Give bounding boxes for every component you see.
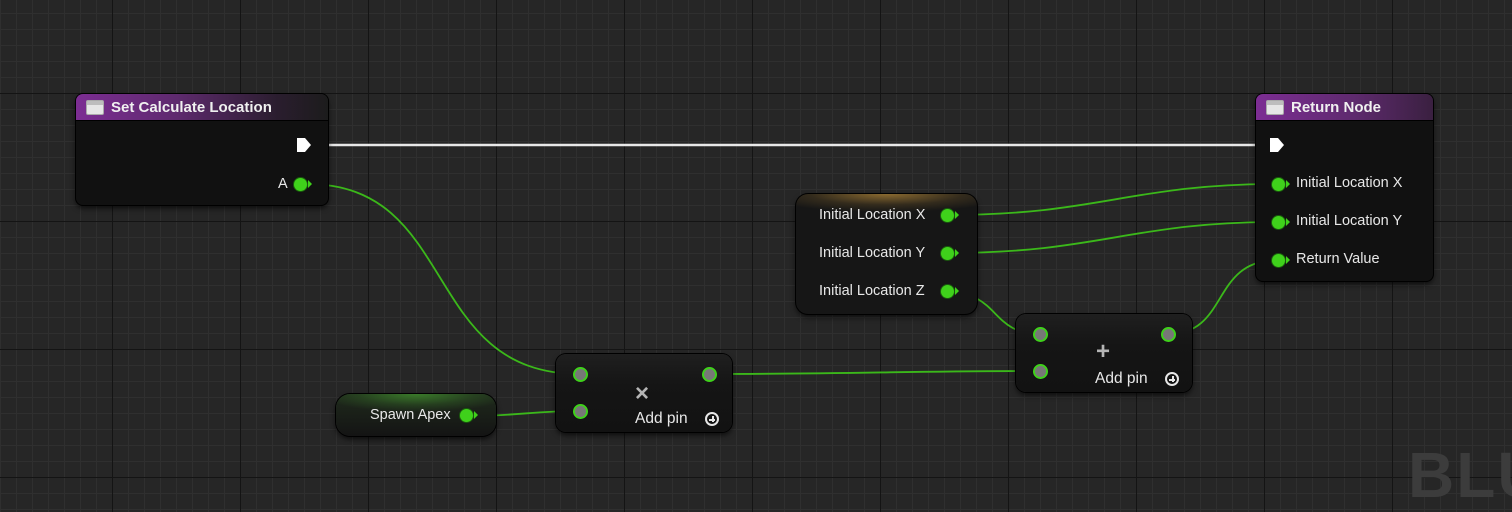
multiply-icon: ×: [635, 380, 650, 407]
getter-location-y-pin-icon[interactable]: [941, 247, 954, 260]
wire-multiply-to-add[interactable]: [707, 370, 1041, 375]
function-icon: [86, 100, 104, 115]
spawn-apex-node[interactable]: Spawn Apex: [336, 394, 496, 436]
wire-x-to-return[interactable]: [946, 183, 1279, 216]
location-getters-node[interactable]: Initial Location X Initial Location Y In…: [796, 194, 977, 314]
pin-a-label: A: [278, 176, 288, 192]
multiply-output-pin-icon[interactable]: [702, 367, 717, 382]
spawn-apex-label: Spawn Apex: [370, 407, 451, 423]
node-header[interactable]: Return Node: [1256, 94, 1433, 121]
spawn-apex-pin-icon[interactable]: [460, 409, 473, 422]
getter-location-x-label: Initial Location X: [819, 207, 926, 223]
wire-y-to-return[interactable]: [946, 221, 1279, 254]
add-add-pin-icon[interactable]: [1165, 372, 1179, 386]
getter-location-x-pin-icon[interactable]: [941, 209, 954, 222]
add-input-a-pin-icon[interactable]: [1033, 327, 1048, 342]
pin-arrow-icon: [474, 411, 478, 419]
return-pin-return-value-label: Return Value: [1296, 251, 1380, 267]
add-output-pin-icon[interactable]: [1161, 327, 1176, 342]
node-title: Set Calculate Location: [111, 99, 272, 116]
return-node[interactable]: Return Node Initial Location X Initial L…: [1256, 94, 1433, 281]
multiply-input-a-pin-icon[interactable]: [573, 367, 588, 382]
getter-location-z-label: Initial Location Z: [819, 283, 925, 299]
return-pin-return-value-icon[interactable]: [1272, 254, 1285, 267]
pin-arrow-icon: [1286, 180, 1290, 188]
return-pin-location-y-label: Initial Location Y: [1296, 213, 1403, 229]
add-icon: +: [1096, 338, 1111, 365]
return-pin-location-x-label: Initial Location X: [1296, 175, 1403, 191]
function-icon: [1266, 100, 1284, 115]
node-title: Return Node: [1291, 99, 1381, 116]
add-add-pin-label[interactable]: Add pin: [1095, 370, 1148, 387]
node-header[interactable]: Set Calculate Location: [76, 94, 328, 121]
pin-arrow-icon: [955, 287, 959, 295]
pin-arrow-icon: [1286, 218, 1290, 226]
wire-a-to-multiply[interactable]: [306, 183, 581, 375]
return-pin-location-y-icon[interactable]: [1272, 216, 1285, 229]
pin-arrow-icon: [308, 180, 312, 188]
multiply-input-b-pin-icon[interactable]: [573, 404, 588, 419]
return-pin-location-x-icon[interactable]: [1272, 178, 1285, 191]
exec-in-pin-icon[interactable]: [1269, 137, 1285, 153]
blueprint-watermark: BLU: [1408, 439, 1512, 511]
exec-out-pin-icon[interactable]: [296, 137, 312, 153]
multiply-add-pin-label[interactable]: Add pin: [635, 410, 688, 427]
pin-a-float-icon[interactable]: [294, 178, 307, 191]
multiply-add-pin-icon[interactable]: [705, 412, 719, 426]
pin-arrow-icon: [1286, 256, 1290, 264]
getter-location-y-label: Initial Location Y: [819, 245, 926, 261]
pin-arrow-icon: [955, 211, 959, 219]
getter-location-z-pin-icon[interactable]: [941, 285, 954, 298]
set-calculate-location-node[interactable]: Set Calculate Location A: [76, 94, 328, 205]
add-node[interactable]: + Add pin: [1016, 314, 1192, 392]
add-input-b-pin-icon[interactable]: [1033, 364, 1048, 379]
pin-arrow-icon: [955, 249, 959, 257]
multiply-node[interactable]: × Add pin: [556, 354, 732, 432]
